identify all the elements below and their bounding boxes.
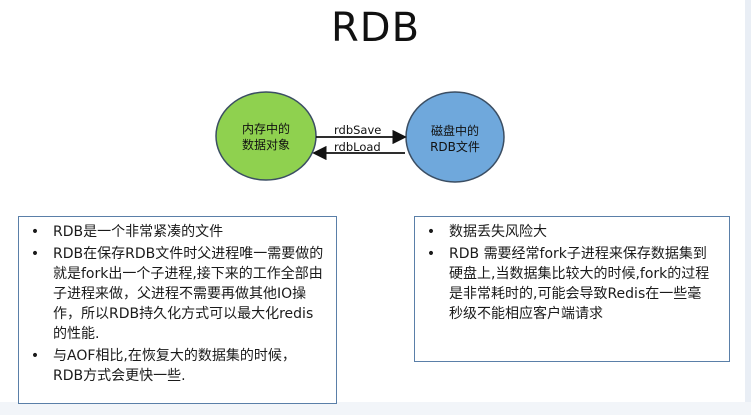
rdbsave-label: rdbSave: [334, 123, 382, 137]
memory-node-circle: [215, 91, 317, 181]
pros-box: • RDB是一个非常紧凑的文件 • RDB在保存RDB文件时父进程唯一需要做的就…: [18, 216, 337, 404]
cons-item: • RDB 需要经常fork子进程来保存数据集到硬盘上,当数据集比较大的时候,f…: [415, 244, 715, 324]
cons-item: • 数据丢失风险大: [415, 222, 715, 242]
memory-node-line-2: 数据对象: [241, 138, 290, 152]
pros-item-text: 与AOF相比,在恢复大的数据集的时候，RDB方式会更快一些.: [53, 348, 296, 384]
cons-item-text: RDB 需要经常fork子进程来保存数据集到硬盘上,当数据集比较大的时候,for…: [449, 246, 710, 322]
disk-node-label: 磁盘中的 RDB文件: [415, 123, 495, 155]
pros-item: • 与AOF相比,在恢复大的数据集的时候，RDB方式会更快一些.: [19, 346, 324, 386]
pros-item-text: RDB在保存RDB文件时父进程唯一需要做的就是fork出一个子进程,接下来的工作…: [53, 246, 324, 342]
bullet-icon: •: [30, 224, 40, 240]
pros-item: • RDB在保存RDB文件时父进程唯一需要做的就是fork出一个子进程,接下来的…: [19, 244, 324, 344]
bullet-icon: •: [426, 224, 436, 240]
disk-node-line-2: RDB文件: [430, 140, 480, 154]
cons-box: • 数据丢失风险大 • RDB 需要经常fork子进程来保存数据集到硬盘上,当数…: [414, 216, 730, 362]
pros-list: • RDB是一个非常紧凑的文件 • RDB在保存RDB文件时父进程唯一需要做的就…: [19, 222, 324, 386]
rdbload-label: rdbLoad: [334, 140, 381, 154]
pros-item-text: RDB是一个非常紧凑的文件: [53, 224, 224, 240]
cons-list: • 数据丢失风险大 • RDB 需要经常fork子进程来保存数据集到硬盘上,当数…: [415, 222, 715, 324]
cons-item-text: 数据丢失风险大: [449, 224, 547, 240]
bullet-icon: •: [30, 246, 40, 262]
pros-item: • RDB是一个非常紧凑的文件: [19, 222, 324, 242]
bullet-icon: •: [30, 348, 40, 364]
bullet-icon: •: [426, 246, 436, 262]
page-edge-right: [745, 0, 751, 415]
slide-title: RDB: [330, 5, 421, 51]
page-edge-bottom: [0, 402, 751, 415]
memory-node-line-1: 内存中的: [241, 122, 290, 136]
memory-node-label: 内存中的 数据对象: [226, 121, 306, 153]
disk-node-line-1: 磁盘中的: [430, 124, 479, 138]
